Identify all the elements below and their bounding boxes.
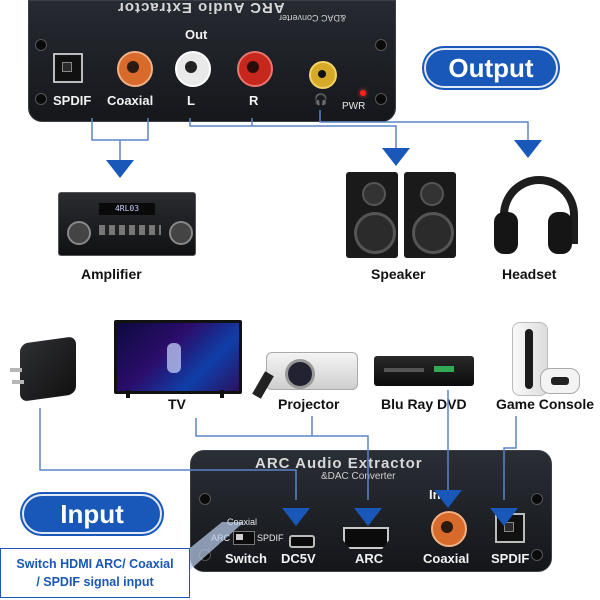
projector-label: Projector [278, 396, 340, 412]
arrow-down-icon [382, 148, 410, 166]
in-label: In [429, 487, 441, 502]
hdmi-arc-port-icon [343, 527, 389, 549]
power-adapter-image [10, 336, 76, 402]
amplifier-image: 4RL03 [58, 192, 196, 256]
top-device-subtitle: &DAC Converter [279, 13, 347, 23]
headset-image [494, 176, 578, 256]
headphone-jack-icon [309, 61, 337, 89]
speaker-right-image [404, 172, 456, 258]
screw-icon [375, 39, 387, 51]
dc5v-label: DC5V [281, 551, 316, 566]
coaxial-input-icon [431, 511, 467, 547]
headset-label: Headset [502, 266, 557, 282]
bottom-device-subtitle: &DAC Converter [321, 471, 396, 482]
left-rca-icon [175, 51, 211, 87]
power-led-icon [360, 90, 366, 96]
right-rca-icon [237, 51, 273, 87]
screw-icon [35, 39, 47, 51]
spdif-input-icon [495, 513, 525, 543]
arrow-down-icon [106, 160, 134, 178]
output-badge: Output [424, 48, 558, 88]
callout-line-1: Switch HDMI ARC/ Coaxial [16, 557, 174, 571]
controller-image [540, 368, 580, 394]
spdif-port-label: SPDIF [53, 93, 92, 108]
amp-knob-icon [169, 221, 193, 245]
out-label: Out [185, 27, 208, 42]
left-port-label: L [187, 93, 195, 108]
screw-icon [35, 93, 47, 105]
screw-icon [199, 549, 211, 561]
top-device-title: ARC Audio Extractor [117, 0, 285, 16]
screw-icon [375, 93, 387, 105]
amp-display: 4RL03 [99, 203, 155, 215]
screw-icon [199, 493, 211, 505]
switch-callout: Switch HDMI ARC/ Coaxial / SPDIF signal … [0, 548, 190, 598]
amp-knob-icon [67, 221, 91, 245]
tv-image [114, 320, 242, 394]
switch-label: Switch [225, 551, 267, 566]
coaxial-input-label: Coaxial [423, 551, 470, 566]
coaxial-port-label: Coaxial [107, 93, 154, 108]
top-converter-device: ARC Audio Extractor &DAC Converter Out 🎧… [28, 0, 396, 122]
callout-line-2: / SPDIF signal input [36, 575, 154, 589]
speaker-label: Speaker [371, 266, 426, 282]
arc-label: ARC [355, 551, 384, 566]
bottom-converter-device: ARC Audio Extractor &DAC Converter In Co… [190, 450, 552, 572]
switch-coaxial-label: Coaxial [227, 517, 258, 527]
input-badge: Input [22, 494, 162, 534]
spdif-input-label: SPDIF [491, 551, 530, 566]
signal-switch[interactable] [233, 531, 255, 545]
pwr-label: PWR [342, 101, 366, 112]
dc5v-port-icon [289, 535, 315, 548]
headphone-icon: 🎧 [314, 94, 328, 106]
screw-icon [531, 549, 543, 561]
game-console-image [512, 322, 548, 396]
projector-image [266, 352, 358, 390]
coaxial-rca-icon [117, 51, 153, 87]
dvd-player-image [374, 356, 474, 386]
switch-spdif-label: SPDIF [257, 533, 284, 543]
bottom-device-title: ARC Audio Extractor [255, 455, 423, 472]
spdif-port-icon [53, 53, 83, 83]
right-port-label: R [249, 93, 259, 108]
bluray-dvd-label: Blu Ray DVD [381, 396, 467, 412]
speaker-left-image [346, 172, 398, 258]
amplifier-label: Amplifier [81, 266, 142, 282]
arrow-down-icon [514, 140, 542, 158]
screw-icon [531, 493, 543, 505]
game-console-label: Game Console [496, 396, 595, 412]
tv-label: TV [168, 396, 186, 412]
switch-arc-label: ARC [211, 533, 231, 543]
